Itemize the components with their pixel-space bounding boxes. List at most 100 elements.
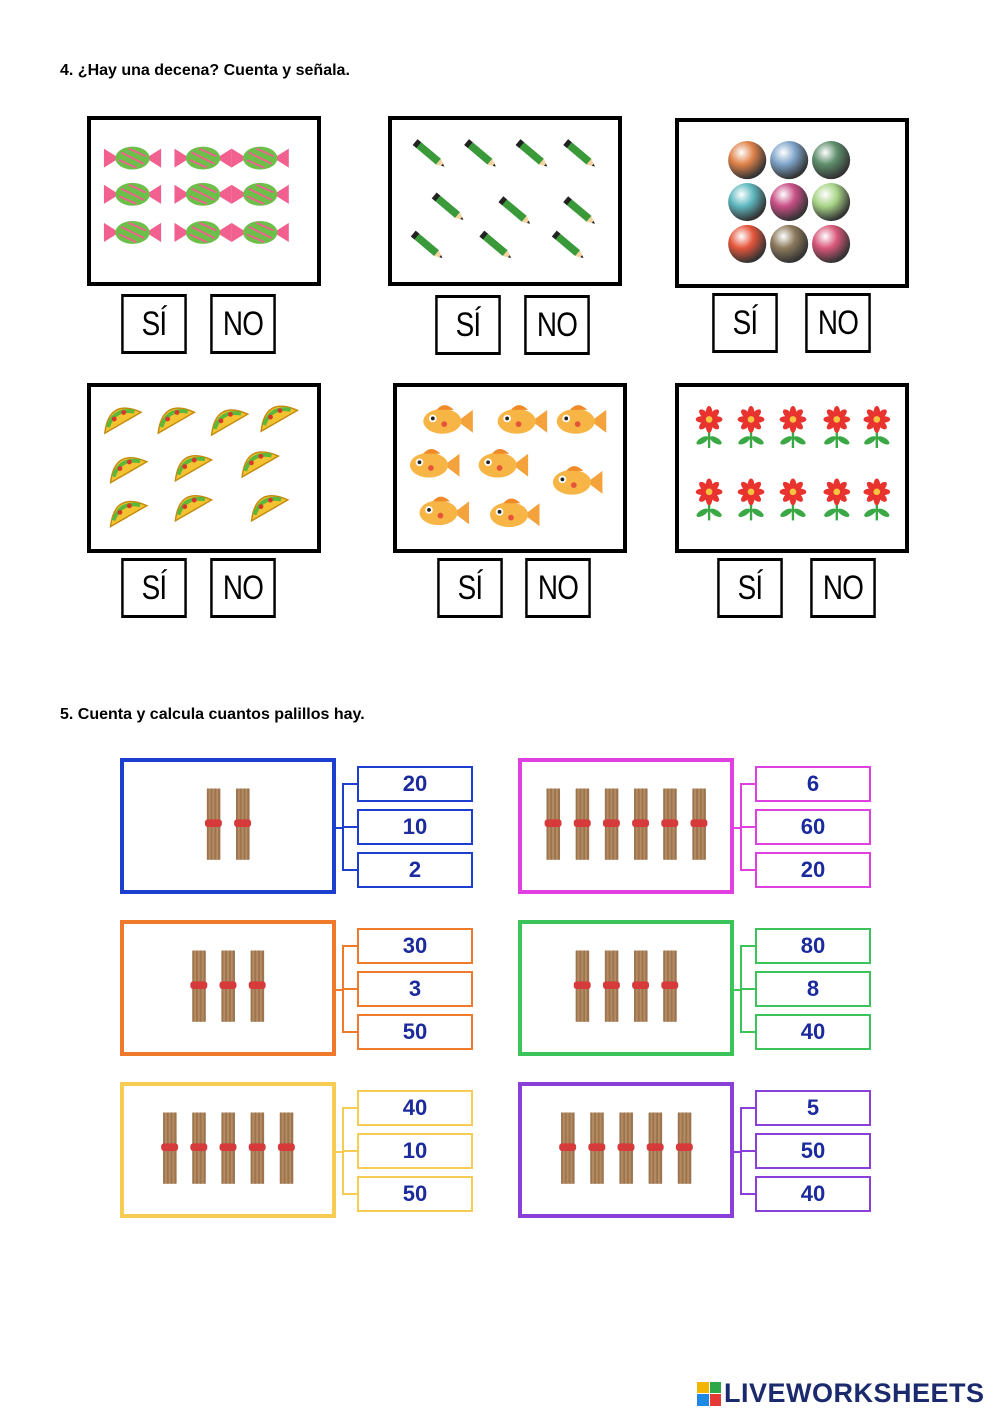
stick-bundle-icon <box>661 788 679 860</box>
candies-picture <box>87 116 321 286</box>
logo-text: LIVEWORKSHEETS <box>724 1378 985 1408</box>
stick-bundle-icon <box>190 950 208 1022</box>
pencil-icon <box>431 192 464 220</box>
pencil-icon <box>464 139 496 167</box>
connector-line <box>342 1031 357 1033</box>
tacos-no-button[interactable]: NO <box>210 558 276 618</box>
candy-icon <box>174 182 232 206</box>
fish-icon <box>556 405 607 434</box>
answer-option[interactable]: 5 <box>755 1090 871 1126</box>
taco-icon <box>241 451 280 479</box>
tacos-picture <box>87 383 321 553</box>
candies-yes-button[interactable]: SÍ <box>121 294 187 354</box>
connector-line <box>336 989 344 991</box>
flower-icon <box>823 478 851 521</box>
fish-no-button[interactable]: NO <box>525 558 591 618</box>
answer-option[interactable]: 40 <box>357 1090 473 1126</box>
stick-bundle-icon <box>588 1112 606 1184</box>
pencil-icon <box>498 196 531 224</box>
stick-bundle-icon <box>219 1112 237 1184</box>
flower-icon <box>737 478 765 521</box>
answer-option[interactable]: 20 <box>357 766 473 802</box>
marble-icon <box>812 141 851 180</box>
pencils-no-button[interactable]: NO <box>524 295 590 355</box>
stick-bundle-icon <box>617 1112 635 1184</box>
fish-icon <box>489 498 540 528</box>
flower-icon <box>863 478 891 521</box>
taco-icon <box>109 457 149 485</box>
taco-icon <box>174 495 214 523</box>
candy-icon <box>174 221 232 244</box>
marble-icon <box>728 224 767 264</box>
answer-option[interactable]: 30 <box>357 928 473 964</box>
fish-icon <box>497 405 548 434</box>
fish-yes-button[interactable]: SÍ <box>437 558 503 618</box>
connector-line <box>342 988 357 990</box>
liveworksheets-logo: LIVEWORKSHEETS <box>697 1378 985 1409</box>
fish-icon <box>423 405 473 434</box>
marbles-no-button[interactable]: NO <box>805 293 871 353</box>
answer-option[interactable]: 10 <box>357 1133 473 1169</box>
marbles-picture <box>675 118 909 288</box>
answer-option[interactable]: 6 <box>755 766 871 802</box>
fish-icon <box>419 496 470 526</box>
marble-icon <box>770 224 809 264</box>
stick-bundle-icon <box>234 788 252 860</box>
stick-bundle-icon <box>248 1112 266 1184</box>
flower-icon <box>779 406 807 448</box>
connector-line <box>342 826 357 828</box>
fish-icon <box>552 466 603 495</box>
stick-bundle-icon <box>690 788 708 860</box>
connector-line <box>740 783 755 785</box>
flowers-yes-button[interactable]: SÍ <box>717 558 783 618</box>
answer-option[interactable]: 80 <box>755 928 871 964</box>
tacos-yes-button[interactable]: SÍ <box>121 558 187 618</box>
marble-icon <box>728 141 767 180</box>
connector-line <box>740 945 755 947</box>
connector-line <box>734 989 742 991</box>
sticks-box <box>518 758 734 894</box>
sticks-box <box>120 920 336 1056</box>
answer-option[interactable]: 60 <box>755 809 871 845</box>
question-5-title: 5. Cuenta y calcula cuantos palillos hay… <box>60 706 365 723</box>
connector-line <box>342 783 357 785</box>
stick-bundle-icon <box>602 950 620 1022</box>
stick-bundle-icon <box>632 950 650 1022</box>
candy-icon <box>103 182 162 206</box>
candy-icon <box>103 221 162 244</box>
answer-option[interactable]: 3 <box>357 971 473 1007</box>
answer-option[interactable]: 50 <box>357 1014 473 1050</box>
answer-option[interactable]: 50 <box>357 1176 473 1212</box>
fish-icon <box>409 448 460 478</box>
marbles-yes-button[interactable]: SÍ <box>712 293 778 353</box>
flower-icon <box>863 406 891 448</box>
flowers-no-button[interactable]: NO <box>810 558 876 618</box>
pencil-icon <box>410 230 443 259</box>
pencils-picture <box>388 116 622 286</box>
connector-line <box>342 1193 357 1195</box>
marble-icon <box>770 141 809 180</box>
answer-option[interactable]: 20 <box>755 852 871 888</box>
taco-icon <box>250 495 290 523</box>
candies-no-button[interactable]: NO <box>210 294 276 354</box>
answer-option[interactable]: 50 <box>755 1133 871 1169</box>
stick-bundle-icon <box>602 788 620 860</box>
stick-bundle-icon <box>573 788 591 860</box>
answer-option[interactable]: 40 <box>755 1014 871 1050</box>
pencils-yes-button[interactable]: SÍ <box>435 295 501 355</box>
answer-option[interactable]: 10 <box>357 809 473 845</box>
stick-bundle-icon <box>646 1112 664 1184</box>
connector-line <box>342 1107 357 1109</box>
pencil-icon <box>563 139 595 167</box>
stick-bundle-icon <box>248 950 266 1022</box>
stick-bundle-icon <box>573 950 591 1022</box>
logo-mark-icon <box>697 1381 721 1406</box>
answer-option[interactable]: 2 <box>357 852 473 888</box>
taco-icon <box>260 405 300 433</box>
flower-icon <box>695 406 723 448</box>
pencil-icon <box>563 196 595 224</box>
answer-option[interactable]: 40 <box>755 1176 871 1212</box>
sticks-box <box>120 1082 336 1218</box>
connector-line <box>734 1151 742 1153</box>
answer-option[interactable]: 8 <box>755 971 871 1007</box>
